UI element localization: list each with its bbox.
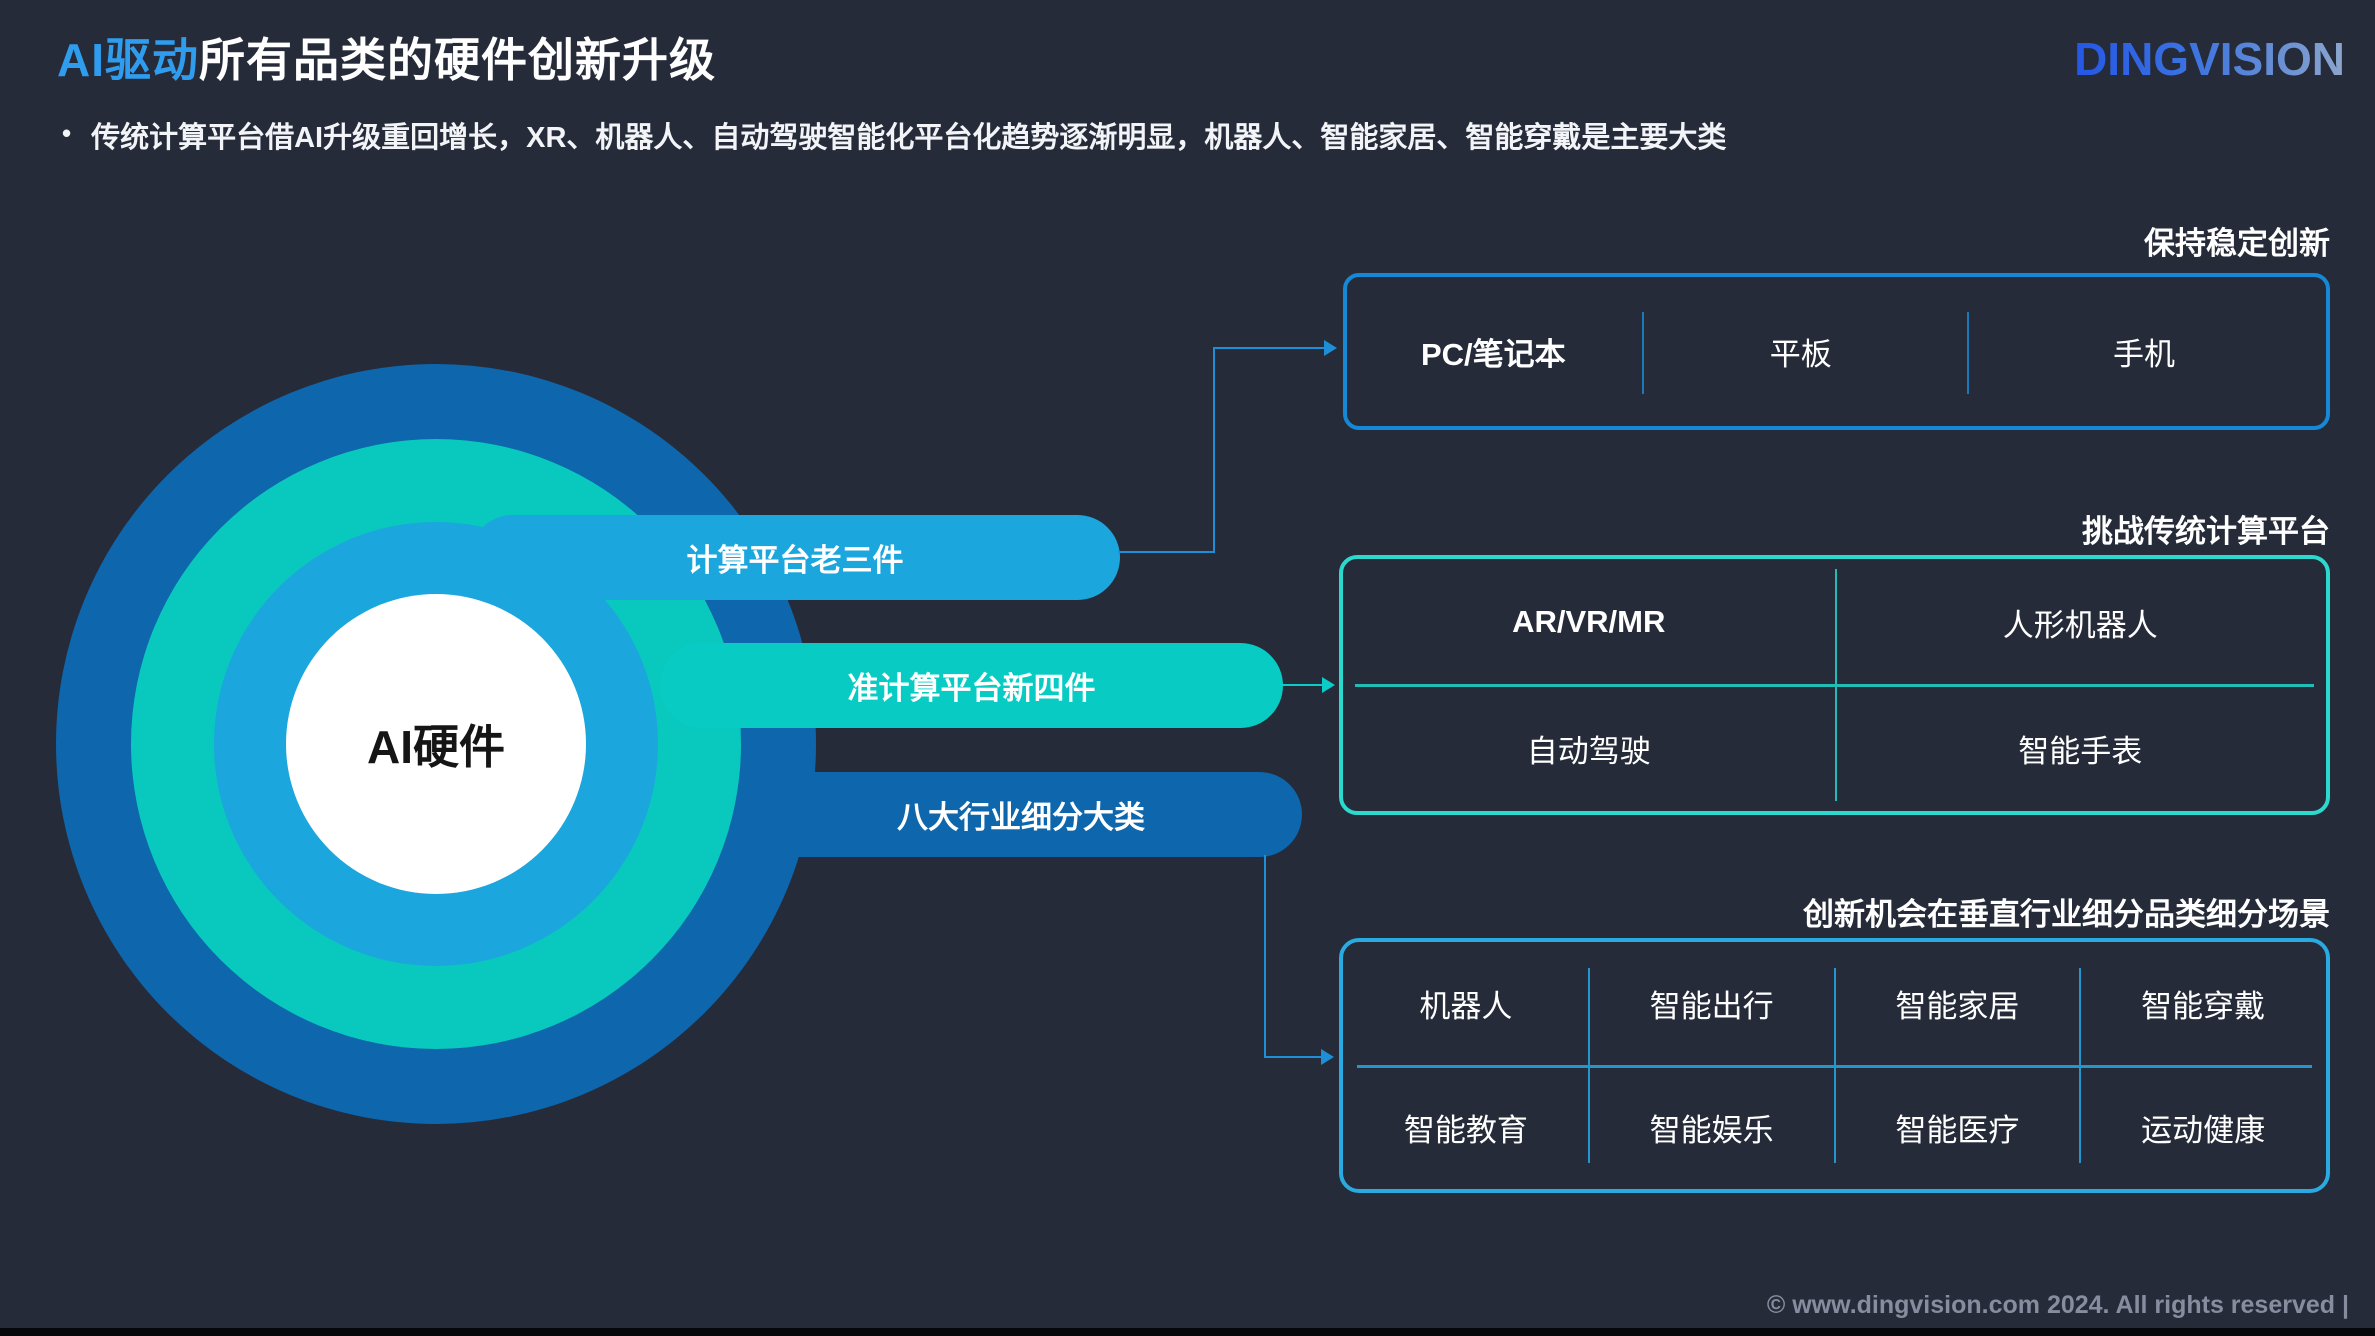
connector3-segment-h (1264, 1056, 1324, 1058)
cell-smart-entertainment: 智能娱乐 (1649, 1112, 1774, 1148)
connector1-segment-h1 (1118, 551, 1215, 553)
cell-smart-education: 智能教育 (1403, 1112, 1528, 1148)
brand-logo: DINGVISION (2074, 33, 2345, 85)
footer-copyright: © www.dingvision.com 2024. All rights re… (1766, 1291, 2349, 1319)
section1-caption: 保持稳定创新 (2144, 226, 2330, 261)
center-circle-label: AI硬件 (367, 721, 505, 773)
section2-caption: 挑战传统计算平台 (2082, 514, 2330, 549)
page-title-rest: 所有品类的硬件创新升级 (199, 34, 716, 86)
center-circle: AI硬件 (286, 594, 586, 894)
cell-ar-vr-mr: AR/VR/MR (1512, 604, 1666, 639)
divider (1642, 312, 1644, 394)
connector1-segment-h2 (1213, 347, 1325, 349)
connector3-arrow-icon (1321, 1049, 1334, 1065)
divider (1355, 684, 2314, 687)
section3-box: 机器人 智能出行 智能家居 智能穿戴 智能教育 智能娱乐 智能医疗 运动健康 (1339, 938, 2330, 1193)
subtitle-bullet: • 传统计算平台借AI升级重回增长，XR、机器人、自动驾驶智能化平台化趋势逐渐明… (62, 114, 1726, 156)
divider (1357, 1064, 2312, 1068)
cell-tablet: 平板 (1769, 337, 1832, 372)
band-label: 准计算平台新四件 (847, 671, 1096, 706)
bottom-strip (0, 1328, 2375, 1336)
section1-box: PC/笔记本 平板 手机 (1343, 273, 2330, 430)
cell-smart-watch: 智能手表 (2018, 733, 2143, 769)
page-title: AI驱动所有品类的硬件创新升级 (57, 24, 716, 90)
band-label: 八大行业细分大类 (897, 800, 1145, 835)
divider (1967, 312, 1969, 394)
connector3-segment-v (1264, 855, 1266, 1058)
cell-smart-mobility: 智能出行 (1649, 989, 1774, 1025)
band-label: 计算平台老三件 (686, 543, 904, 578)
cell-phone: 手机 (2112, 337, 2175, 372)
cell-humanoid-robot: 人形机器人 (2002, 607, 2158, 643)
band-quasi-platform-new4: 准计算平台新四件 (660, 643, 1283, 728)
section2-box: AR/VR/MR 人形机器人 自动驾驶 智能手表 (1339, 555, 2330, 815)
connector2-segment-h (1281, 684, 1325, 686)
band-eight-industries: 八大行业细分大类 (740, 772, 1302, 857)
cell-smart-home: 智能家居 (1895, 989, 2020, 1025)
cell-autonomous-driving: 自动驾驶 (1526, 733, 1651, 769)
connector1-segment-v (1213, 348, 1215, 553)
subtitle-text: 传统计算平台借AI升级重回增长，XR、机器人、自动驾驶智能化平台化趋势逐渐明显，… (91, 122, 1727, 154)
section3-caption: 创新机会在垂直行业细分品类细分场景 (1803, 897, 2330, 932)
cell-robot: 机器人 (1419, 989, 1513, 1025)
bullet-marker-icon: • (62, 118, 72, 148)
band-computing-platform-old3: 计算平台老三件 (470, 515, 1120, 600)
cell-pc-laptop: PC/笔记本 (1420, 337, 1566, 372)
cell-sport-health: 运动健康 (2141, 1112, 2266, 1148)
cell-smart-medical: 智能医疗 (1895, 1112, 2020, 1148)
page-title-accent: AI驱动 (57, 34, 199, 86)
connector2-arrow-icon (1322, 677, 1335, 693)
connector1-arrow-icon (1324, 340, 1337, 356)
cell-smart-wearable: 智能穿戴 (2141, 989, 2266, 1025)
